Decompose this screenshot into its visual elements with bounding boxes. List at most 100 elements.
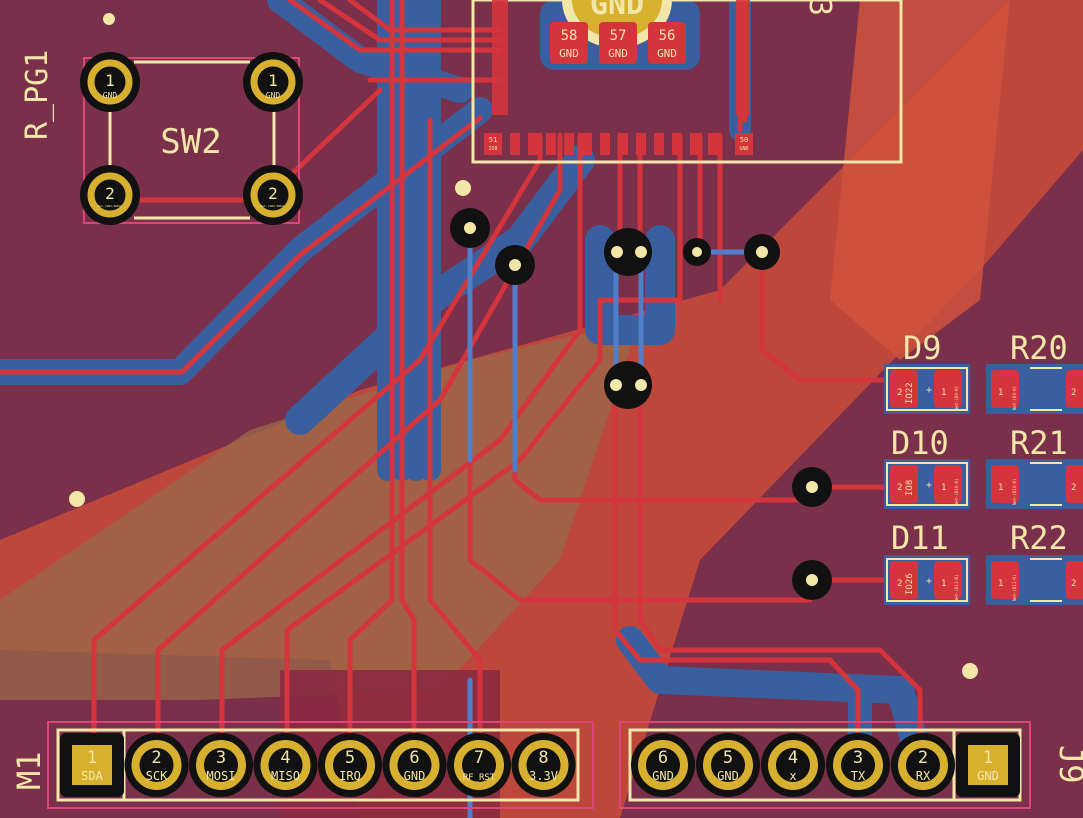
j9-pin-number: 3: [853, 748, 863, 768]
m1-pin-number: 6: [409, 748, 419, 768]
via: [744, 234, 780, 270]
r21-pad-1: [991, 465, 1019, 503]
ref-r-pg1: R_PG1: [20, 50, 55, 140]
sw2-pad-1b: 1 GND: [243, 52, 303, 112]
via: [604, 361, 652, 409]
svg-text:Net-(D9-K): Net-(D9-K): [1012, 386, 1017, 410]
j9-pin-net: TX: [851, 769, 866, 783]
svg-text:GND: GND: [739, 146, 748, 152]
vias[interactable]: [69, 13, 978, 679]
sw2-pad-2a: 2 Net-(SW2-PAD2): [80, 165, 140, 225]
svg-text:1: 1: [998, 579, 1003, 589]
j9-pin-2[interactable]: 2RX: [891, 733, 955, 797]
d11-ref: D11: [891, 519, 949, 557]
ic-u3-right-pads: [736, 0, 750, 115]
via: [450, 208, 490, 248]
svg-text:IO8: IO8: [905, 480, 915, 496]
svg-text:1: 1: [941, 483, 946, 493]
r20-pad-2: [1066, 370, 1083, 408]
svg-text:57: 57: [610, 28, 627, 44]
m1-pin-number: 5: [345, 748, 355, 768]
pad-58: 58 GND: [550, 22, 588, 64]
j9-pin-net: GND: [977, 769, 999, 783]
j9-pin-number: 2: [918, 748, 928, 768]
via: [604, 228, 652, 276]
svg-text:2: 2: [105, 184, 115, 203]
sw2-pad-2b: 2 Net-(SW2-PAD2): [243, 165, 303, 225]
svg-text:+: +: [926, 385, 932, 396]
m1-pin-net: SDA: [81, 769, 103, 783]
j9-pin-number: 1: [983, 748, 993, 768]
svg-text:GND: GND: [266, 91, 281, 100]
svg-text:GND: GND: [559, 47, 579, 60]
m1-ref: M1: [10, 751, 48, 790]
r20-ref: R20: [1010, 329, 1068, 367]
ic-u3-left-pads: [492, 0, 508, 115]
ic-u3-bottom-pads: [484, 133, 753, 155]
svg-text:1: 1: [268, 71, 278, 90]
m1-pin-number: 3: [216, 748, 226, 768]
ic-gnd-pads[interactable]: 58 GND 57 GND 56 GND: [550, 22, 686, 64]
svg-text:IO22: IO22: [905, 382, 915, 404]
j9-courtyard: [619, 721, 1031, 809]
svg-text:GND: GND: [608, 47, 628, 60]
ic-u3-silkscreen: [471, 0, 903, 164]
via: [495, 245, 535, 285]
j9-pin-number: 5: [723, 748, 733, 768]
svg-text:2: 2: [268, 184, 278, 203]
via-small: [69, 491, 85, 507]
m1-pin-7[interactable]: 7RF_RST: [447, 733, 511, 797]
svg-text:1: 1: [105, 71, 115, 90]
via-small: [455, 180, 471, 196]
m1-pin-net: SCK: [146, 769, 168, 783]
svg-text:IO26: IO26: [905, 573, 915, 595]
m1-pin-net: MISO: [271, 769, 300, 783]
d9-ref: D9: [903, 329, 942, 367]
m1-courtyard: [47, 721, 594, 809]
svg-text:Net-(SW2-PAD2): Net-(SW2-PAD2): [260, 204, 285, 208]
svg-text:Net-(D11-K): Net-(D11-K): [1012, 575, 1017, 602]
m1-pin-8[interactable]: 83.3V: [511, 733, 576, 797]
copper-zone-orange-top: [830, 0, 1010, 360]
svg-text:2: 2: [1071, 388, 1076, 398]
r21-ref: R21: [1010, 424, 1068, 462]
j9-pin-net: RX: [916, 769, 931, 783]
j9-pin-net: GND: [652, 769, 674, 783]
via-small: [962, 663, 978, 679]
j9-ref: J9: [1052, 745, 1083, 784]
j9-pin-3[interactable]: 3TX: [826, 733, 890, 797]
d9-pad-2: [890, 370, 918, 408]
m1-pin-number: 7: [474, 748, 484, 768]
svg-text:Net-(D9-K): Net-(D9-K): [954, 386, 959, 410]
svg-text:Net-(D10-K): Net-(D10-K): [954, 479, 959, 506]
led-resistor-group[interactable]: D9 2 IO22 + 1 Net-(D9-K) R20 1 Net-(D9-K…: [884, 329, 1083, 605]
svg-text:1: 1: [998, 388, 1003, 398]
sw2-ref: SW2: [160, 122, 221, 162]
r22-pad-1: [991, 561, 1019, 599]
svg-text:1: 1: [998, 483, 1003, 493]
r22-pad-2: [1066, 561, 1083, 599]
svg-text:GND: GND: [103, 91, 118, 100]
m1-pin-number: 4: [280, 748, 290, 768]
m1-pin-net: RF_RST: [463, 773, 496, 783]
switch-sw2[interactable]: SW2 1 GND 1 GND 2 Net-(SW2-PAD2) 2 Net-(…: [80, 52, 303, 225]
header-m1[interactable]: M1 1SDA2SCK3MOSI4MISO5IRQ6GND7RF_RST83.3…: [10, 721, 594, 809]
d10-pad-2: [890, 465, 918, 503]
d9-pad-1: [934, 370, 962, 408]
m1-silkscreen: [56, 728, 580, 802]
j9-pin-number: 4: [788, 748, 798, 768]
j9-pin-4[interactable]: 4x: [761, 733, 825, 797]
via-small: [103, 13, 115, 25]
svg-text:2: 2: [1071, 579, 1076, 589]
